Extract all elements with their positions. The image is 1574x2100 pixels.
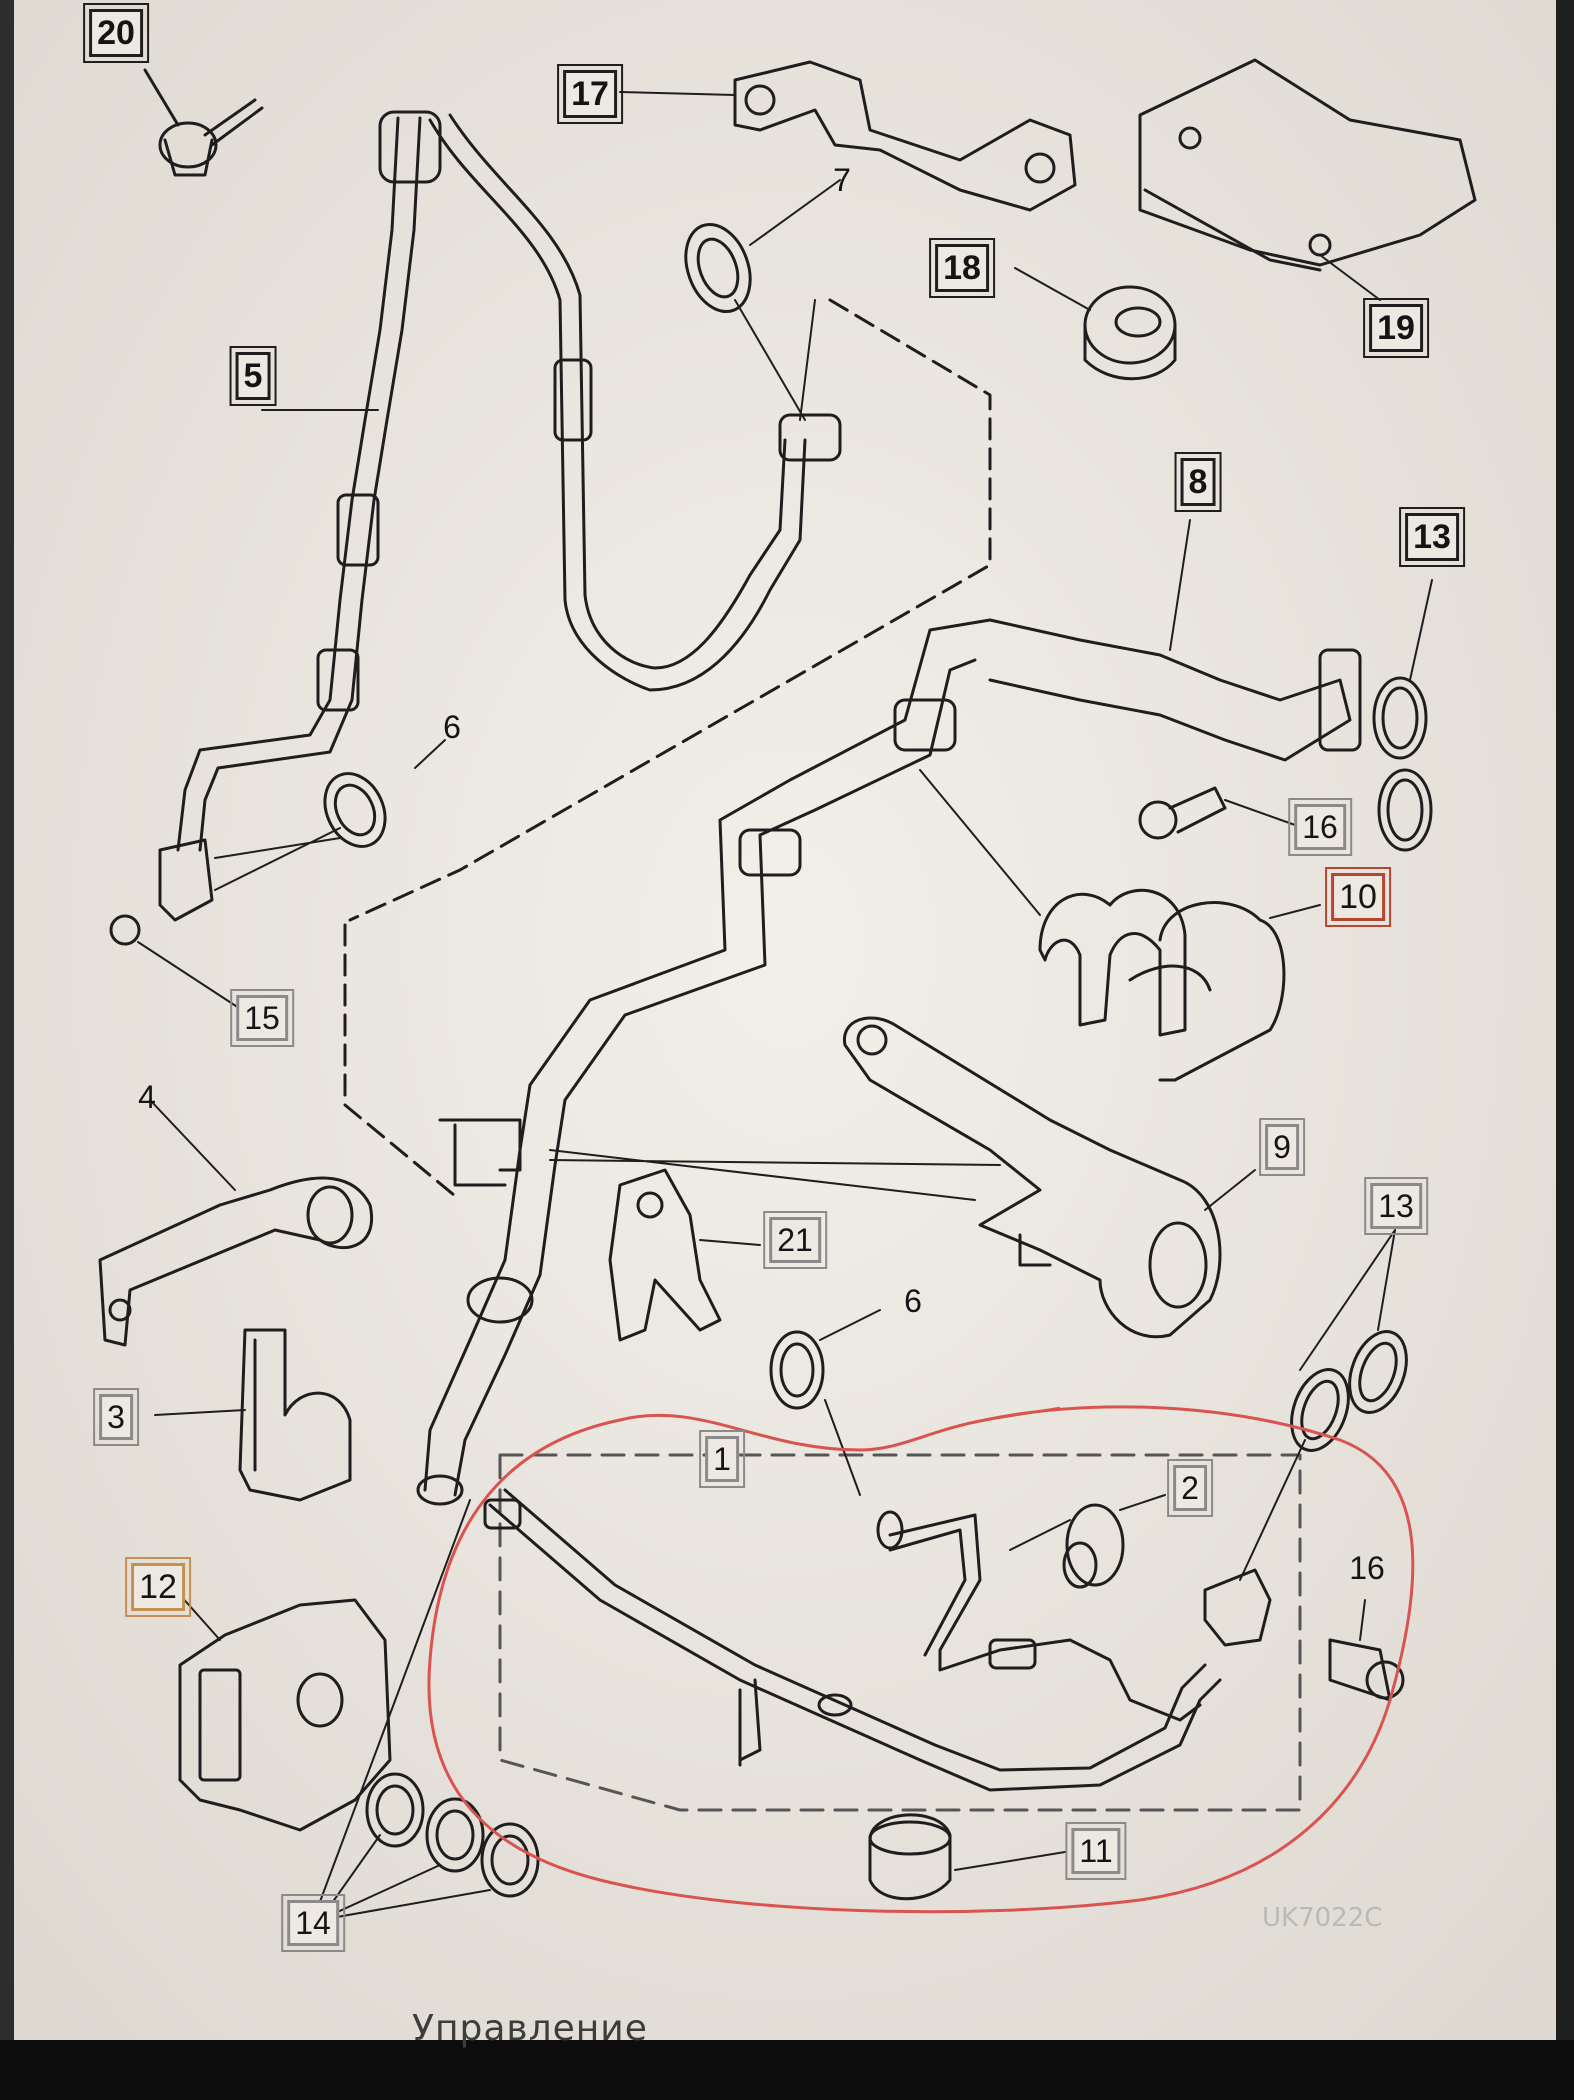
part-5-pipe	[158, 110, 442, 922]
lower-dashed-frame	[498, 1453, 1302, 1812]
part-18-clip	[1014, 267, 1177, 381]
callout-13a: 13	[1399, 507, 1465, 567]
callout-15: 15	[230, 989, 294, 1047]
part-14-orings	[314, 1499, 540, 1921]
callout-16a: 16	[1288, 798, 1352, 856]
callout-8: 8	[1174, 452, 1222, 512]
part-16-bolt-upper	[1138, 786, 1296, 840]
callout-2: 2	[1167, 1459, 1213, 1517]
callout-14: 14	[281, 1894, 345, 1952]
callout-10: 10	[1325, 867, 1391, 927]
part-17-bracket	[619, 60, 1077, 212]
part-10-clamps	[919, 769, 1321, 1082]
part-8-pipe	[988, 519, 1362, 762]
part-9-bracket	[843, 1016, 1256, 1339]
diagram-code-watermark: UK7022C	[1262, 1903, 1383, 1933]
callout-6b: 6	[904, 1283, 922, 1319]
callout-16b: 16	[1349, 1550, 1385, 1586]
part-12-bracket	[178, 1594, 392, 1832]
part-6-oring-lower	[769, 1309, 881, 1496]
part-4-bracket	[98, 1099, 374, 1347]
callout-21: 21	[763, 1211, 827, 1269]
callout-4: 4	[138, 1079, 156, 1115]
highlight-circle	[427, 1405, 1415, 1914]
part-13-orings-lower	[1239, 1229, 1408, 1581]
callout-18: 18	[929, 238, 995, 298]
callout-3: 3	[93, 1388, 139, 1446]
part-13-orings-upper	[1372, 579, 1433, 852]
part-1-pipe-assembly	[483, 1488, 1272, 1792]
callout-11: 11	[1065, 1822, 1127, 1880]
part-19-bracket	[1138, 58, 1477, 301]
part-11-cap	[868, 1813, 1066, 1901]
callout-20: 20	[83, 3, 149, 63]
part-15-nut	[109, 914, 243, 1011]
callout-1: 1	[699, 1430, 745, 1488]
footer-caption: Управление	[412, 2008, 648, 2049]
main-suction-pipe	[416, 618, 1001, 1506]
part-6-oring-upper	[214, 739, 446, 891]
callout-6a: 6	[443, 709, 461, 745]
part-3-clip	[154, 1328, 352, 1502]
callout-17: 17	[557, 64, 623, 124]
callout-5: 5	[229, 346, 277, 406]
part-20-bolt	[143, 68, 264, 177]
callout-13b: 13	[1364, 1177, 1428, 1235]
part-21-bracket	[608, 1168, 761, 1342]
callout-12: 12	[125, 1557, 191, 1617]
callout-9: 9	[1259, 1118, 1305, 1176]
callout-19: 19	[1363, 298, 1429, 358]
upper-dashed-frame	[343, 298, 992, 1202]
part-7-hose	[428, 113, 842, 692]
callout-7: 7	[833, 162, 851, 198]
